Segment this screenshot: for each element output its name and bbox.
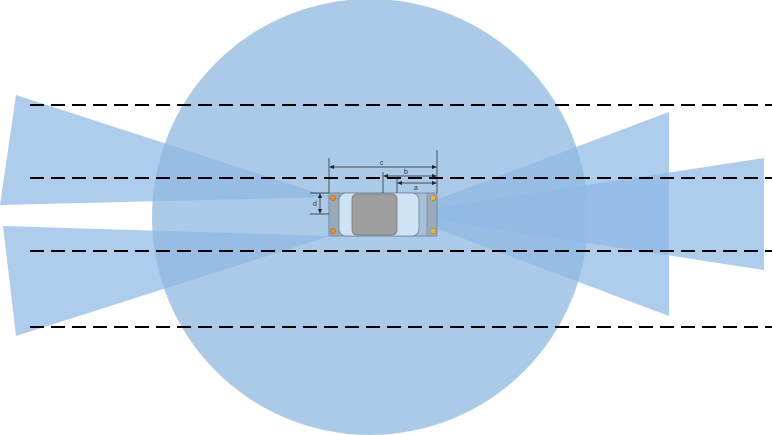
vehicle-roof	[351, 193, 398, 236]
rear-right-sensor-beam	[3, 226, 330, 336]
vehicle	[328, 192, 438, 237]
dimension-arrow-a-left	[397, 181, 402, 185]
rear-left-sensor	[330, 195, 336, 201]
dimension-arrow-d-bottom	[318, 209, 322, 214]
vehicle-front-bumper	[426, 192, 438, 237]
dimension-arrow-a-right	[432, 181, 437, 185]
dimension-arrow-b-right	[432, 174, 437, 178]
dimension-arrow-b-left	[383, 174, 388, 178]
front-right-sensor	[430, 228, 436, 234]
dimension-label-c: c	[380, 160, 384, 167]
dimension-label-a: a	[414, 185, 418, 192]
dimension-arrow-c-right	[432, 165, 437, 169]
dimension-arrow-d-top	[318, 193, 322, 198]
dimension-annotations	[310, 150, 438, 215]
front-long-range-sensor-beam	[398, 158, 764, 270]
front-left-sensor	[430, 195, 436, 201]
dimension-label-b: b	[404, 169, 408, 176]
rear-right-sensor	[330, 228, 336, 234]
dimension-arrow-c-left	[329, 165, 334, 169]
dimension-label-d: d	[313, 201, 317, 208]
